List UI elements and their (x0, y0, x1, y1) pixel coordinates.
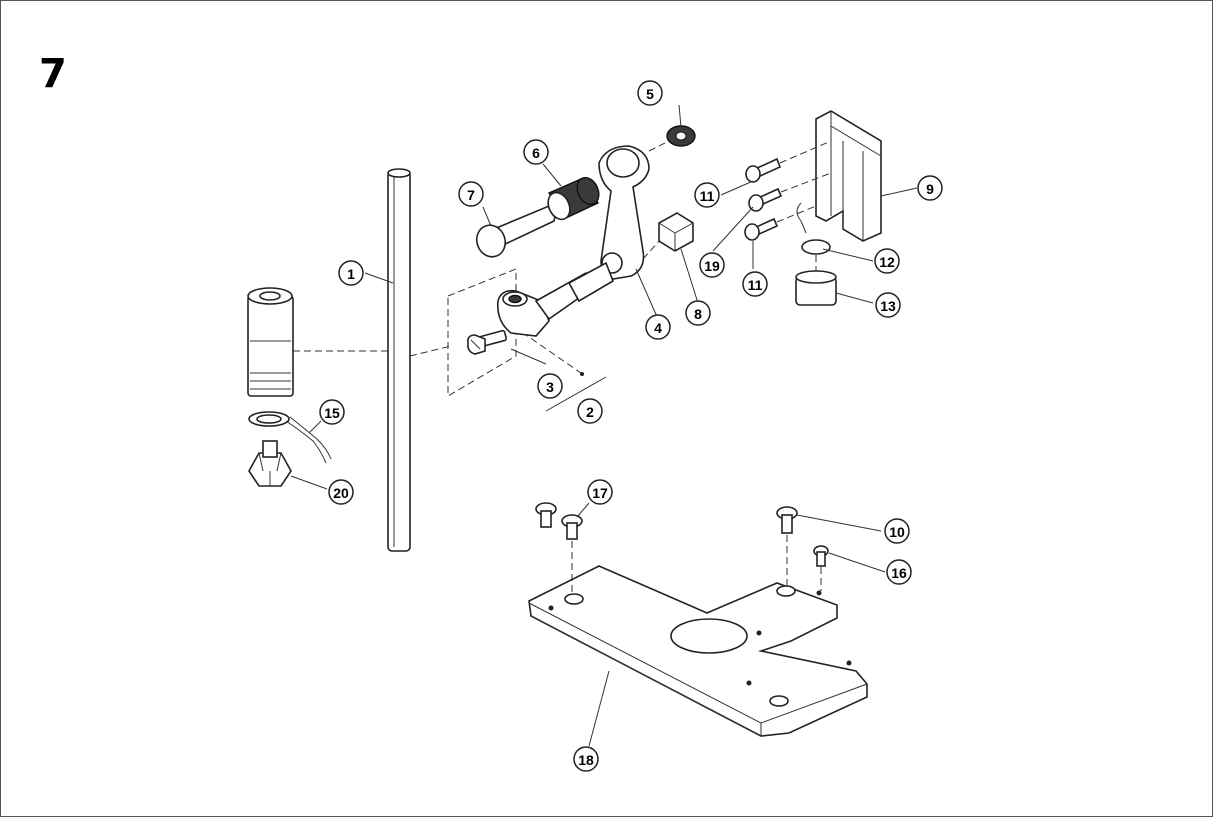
callout-label: 15 (324, 405, 340, 421)
part-12-clip (796, 202, 831, 255)
callout-17: 17 (587, 479, 613, 505)
assembly-line (409, 345, 452, 357)
callout-6: 6 (523, 139, 549, 165)
callout-20: 20 (328, 479, 354, 505)
callout-label: 16 (891, 565, 907, 581)
assembly-line (642, 240, 660, 260)
callout-12: 12 (874, 248, 900, 274)
callout-circle (577, 398, 603, 424)
callout-label: 13 (880, 298, 896, 314)
callout-label: 9 (926, 181, 934, 197)
callout-5: 5 (637, 80, 663, 106)
part-6-roller (547, 176, 600, 221)
callout-circle (699, 252, 725, 278)
part-4-link (567, 145, 650, 303)
callout-9: 9 (917, 175, 943, 201)
callout-13: 13 (875, 292, 901, 318)
callout-8: 8 (685, 300, 711, 326)
callout-1: 1 (338, 260, 364, 286)
part-sleeve (247, 287, 294, 397)
callout-3: 3 (537, 373, 563, 399)
callout-label: 4 (654, 320, 662, 336)
callout-circle (338, 260, 364, 286)
assembly-line (776, 205, 817, 223)
figure-number: 7 (39, 51, 67, 97)
callout-circle (537, 373, 563, 399)
part-16-pin (813, 545, 829, 591)
callout-2: 2 (577, 398, 603, 424)
callout-19: 19 (699, 252, 725, 278)
part-7-shaft (475, 205, 556, 258)
callout-circle (685, 300, 711, 326)
callout-circle (886, 559, 912, 585)
callout-label: 11 (700, 188, 715, 204)
callout-circle (694, 182, 720, 208)
callout-label: 20 (333, 485, 349, 501)
part-20-nut (248, 440, 292, 487)
callout-10: 10 (884, 518, 910, 544)
part-8-block (658, 212, 694, 252)
callout-15: 15 (319, 399, 345, 425)
part-11-screw-bottom (744, 217, 779, 241)
callout-circle (874, 248, 900, 274)
callout-16: 16 (886, 559, 912, 585)
callout-label: 5 (646, 86, 654, 102)
callout-circle (884, 518, 910, 544)
callout-label: 7 (467, 187, 475, 203)
callout-circle (523, 139, 549, 165)
callout-circle (742, 271, 768, 297)
callout-label: 3 (546, 379, 554, 395)
callout-label: 17 (592, 485, 608, 501)
callout-label: 8 (694, 306, 702, 322)
part-13-cap (795, 270, 837, 306)
callout-leaders (290, 104, 918, 747)
part-17-screws (535, 502, 583, 593)
callout-label: 11 (748, 277, 763, 293)
callout-circle (319, 399, 345, 425)
part-19-screw (748, 187, 783, 212)
callout-circle (458, 181, 484, 207)
callout-circle (645, 314, 671, 340)
callout-circle (573, 746, 599, 772)
callout-4: 4 (645, 314, 671, 340)
callout-label: 10 (889, 524, 905, 540)
callout-7: 7 (458, 181, 484, 207)
assembly-line (780, 172, 832, 193)
callout-circle (587, 479, 613, 505)
callout-circle (328, 479, 354, 505)
callout-label: 2 (586, 404, 594, 420)
callout-11a: 11 (694, 182, 720, 208)
callout-label: 12 (879, 254, 895, 270)
callout-18: 18 (573, 746, 599, 772)
part-bar (387, 168, 411, 552)
part-3-screw (467, 329, 508, 355)
part-9-bracket (815, 110, 882, 242)
callout-label: 1 (347, 266, 355, 282)
callout-circle (917, 175, 943, 201)
part-5-disc (666, 125, 696, 147)
part-15-washer (248, 411, 332, 464)
part-11-screw-top (745, 157, 782, 183)
callout-circle (875, 292, 901, 318)
assembly-line (779, 140, 832, 164)
callout-label: 18 (578, 752, 594, 768)
callout-label: 6 (532, 145, 540, 161)
part-18-base-plate (528, 565, 868, 737)
part-10-screw (776, 506, 798, 586)
callout-label: 19 (704, 258, 720, 274)
callout-circle (637, 80, 663, 106)
callout-11b: 11 (742, 271, 768, 297)
